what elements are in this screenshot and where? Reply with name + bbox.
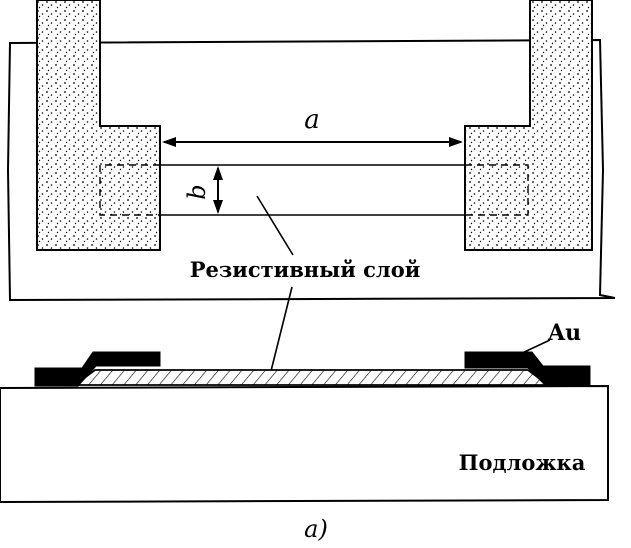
resistive-leader-bottom <box>269 286 293 376</box>
right-overlap-dashed <box>465 164 529 216</box>
gold-leader <box>519 339 551 355</box>
dimension-a-arrowhead-right <box>449 137 463 147</box>
dimension-b-arrowhead-top <box>213 166 223 180</box>
figure-caption: a) <box>304 515 328 543</box>
cross-section-resistive-film <box>72 369 551 386</box>
right-contact-pad <box>464 0 593 251</box>
dimension-b-label: b <box>183 184 211 199</box>
resistive-leader-top <box>256 195 294 256</box>
substrate-label: Подложка <box>459 450 586 475</box>
resistive-layer-label: Резистивный слой <box>190 257 421 282</box>
left-contact-pad <box>36 0 161 251</box>
dimension-a-label: a <box>304 105 320 135</box>
cross-section-substrate <box>0 384 609 504</box>
right-gold-contact <box>464 351 591 387</box>
left-gold-contact <box>34 351 161 387</box>
dimension-a-arrowhead-left <box>162 137 176 147</box>
dimension-b-arrowhead-bottom <box>213 200 223 214</box>
gold-label: Au <box>547 320 581 346</box>
top-substrate-outline <box>6 38 616 302</box>
left-overlap-dashed <box>99 164 160 216</box>
